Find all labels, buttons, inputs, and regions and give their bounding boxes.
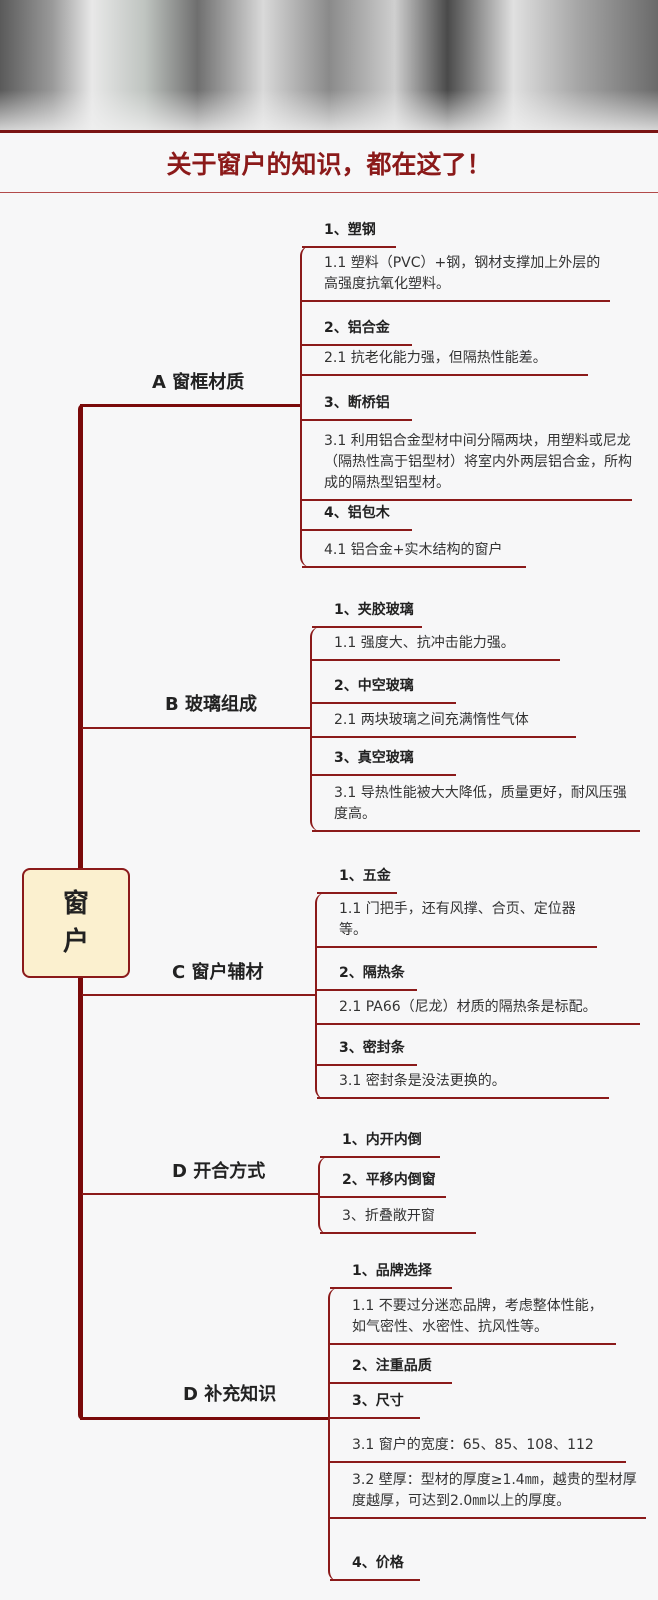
list-item: 4.1 铝合金+实木结构的窗户: [302, 531, 526, 568]
list-item: 3、断桥铝: [302, 376, 412, 421]
group-e-connector: [328, 1288, 344, 1581]
group-a-connector: [300, 246, 316, 567]
list-item: 1.1 门把手，还有风撑、合页、定位器等。: [317, 894, 597, 948]
list-item: 2、注重品质: [330, 1345, 452, 1384]
list-item: 3.1 密封条是没法更换的。: [317, 1066, 609, 1099]
group-c-connector: [315, 893, 331, 1099]
list-item: 2、平移内倒窗: [320, 1158, 446, 1198]
root-label: 窗: [62, 889, 89, 919]
list-item: 1.1 塑料（PVC）+钢，钢材支撑加上外层的高强度抗氧化塑料。: [302, 248, 610, 302]
group-a-label: A 窗框材质: [152, 372, 245, 393]
list-item: 3.1 导热性能被大大降低，质量更好，耐风压强度高。: [312, 776, 640, 832]
page-title: 关于窗户的知识，都在这了！: [166, 150, 492, 179]
list-item: 1.1 强度大、抗冲击能力强。: [312, 628, 560, 661]
root-node: 窗 户: [22, 868, 130, 978]
group-d-label: D 开合方式: [172, 1161, 266, 1182]
list-item: 4、价格: [330, 1519, 420, 1581]
list-item: 4、铝包木: [302, 501, 412, 531]
list-item: 3.2 壁厚：型材的厚度≥1.4㎜，越贵的型材厚度越厚，可达到2.0㎜以上的厚度…: [330, 1463, 646, 1519]
list-item: 1、品牌选择: [330, 1255, 452, 1289]
list-item: 3、真空玻璃: [312, 738, 456, 776]
list-item: 2、中空玻璃: [312, 661, 456, 704]
list-item: 1、五金: [317, 860, 397, 894]
branch-a: [80, 404, 300, 407]
group-d-connector: [318, 1157, 334, 1234]
title-divider: [0, 192, 658, 193]
list-item: 1、内开内倒: [320, 1125, 440, 1158]
group-b-label: B 玻璃组成: [165, 694, 257, 715]
list-item: 2.1 PA66（尼龙）材质的隔热条是标配。: [317, 991, 640, 1025]
list-item: 2、铝合金: [302, 302, 412, 346]
list-item: 1.1 不要过分迷恋品牌，考虑整体性能，如气密性、水密性、抗风性等。: [330, 1289, 616, 1345]
root-label: 户: [62, 927, 89, 957]
photo-border: [0, 130, 658, 133]
list-item: 3、密封条: [317, 1025, 417, 1066]
list-item: 1、塑钢: [302, 214, 396, 248]
list-item: 2、隔热条: [317, 948, 417, 991]
group-e-label: D 补充知识: [183, 1384, 277, 1405]
branch-b: [82, 727, 310, 729]
list-item: 2.1 两块玻璃之间充满惰性气体: [312, 704, 576, 738]
list-item: 3.1 利用铝合金型材中间分隔两块，用塑料或尼龙（隔热性高于铝型材）将室内外两层…: [302, 421, 632, 501]
branch-c: [82, 994, 315, 996]
group-b-connector: [310, 627, 326, 831]
list-item: 1、夹胶玻璃: [312, 593, 422, 628]
list-item: 3.1 窗户的宽度：65、85、108、112: [330, 1419, 626, 1463]
header-photo: [0, 0, 658, 130]
branch-d: [82, 1193, 318, 1195]
group-c-label: C 窗户辅材: [172, 962, 264, 983]
branch-e: [80, 1417, 328, 1420]
list-item: 3、尺寸: [330, 1384, 420, 1419]
list-item: 2.1 抗老化能力强，但隔热性能差。: [302, 346, 588, 376]
list-item: 3、折叠敞开窗: [320, 1198, 476, 1234]
